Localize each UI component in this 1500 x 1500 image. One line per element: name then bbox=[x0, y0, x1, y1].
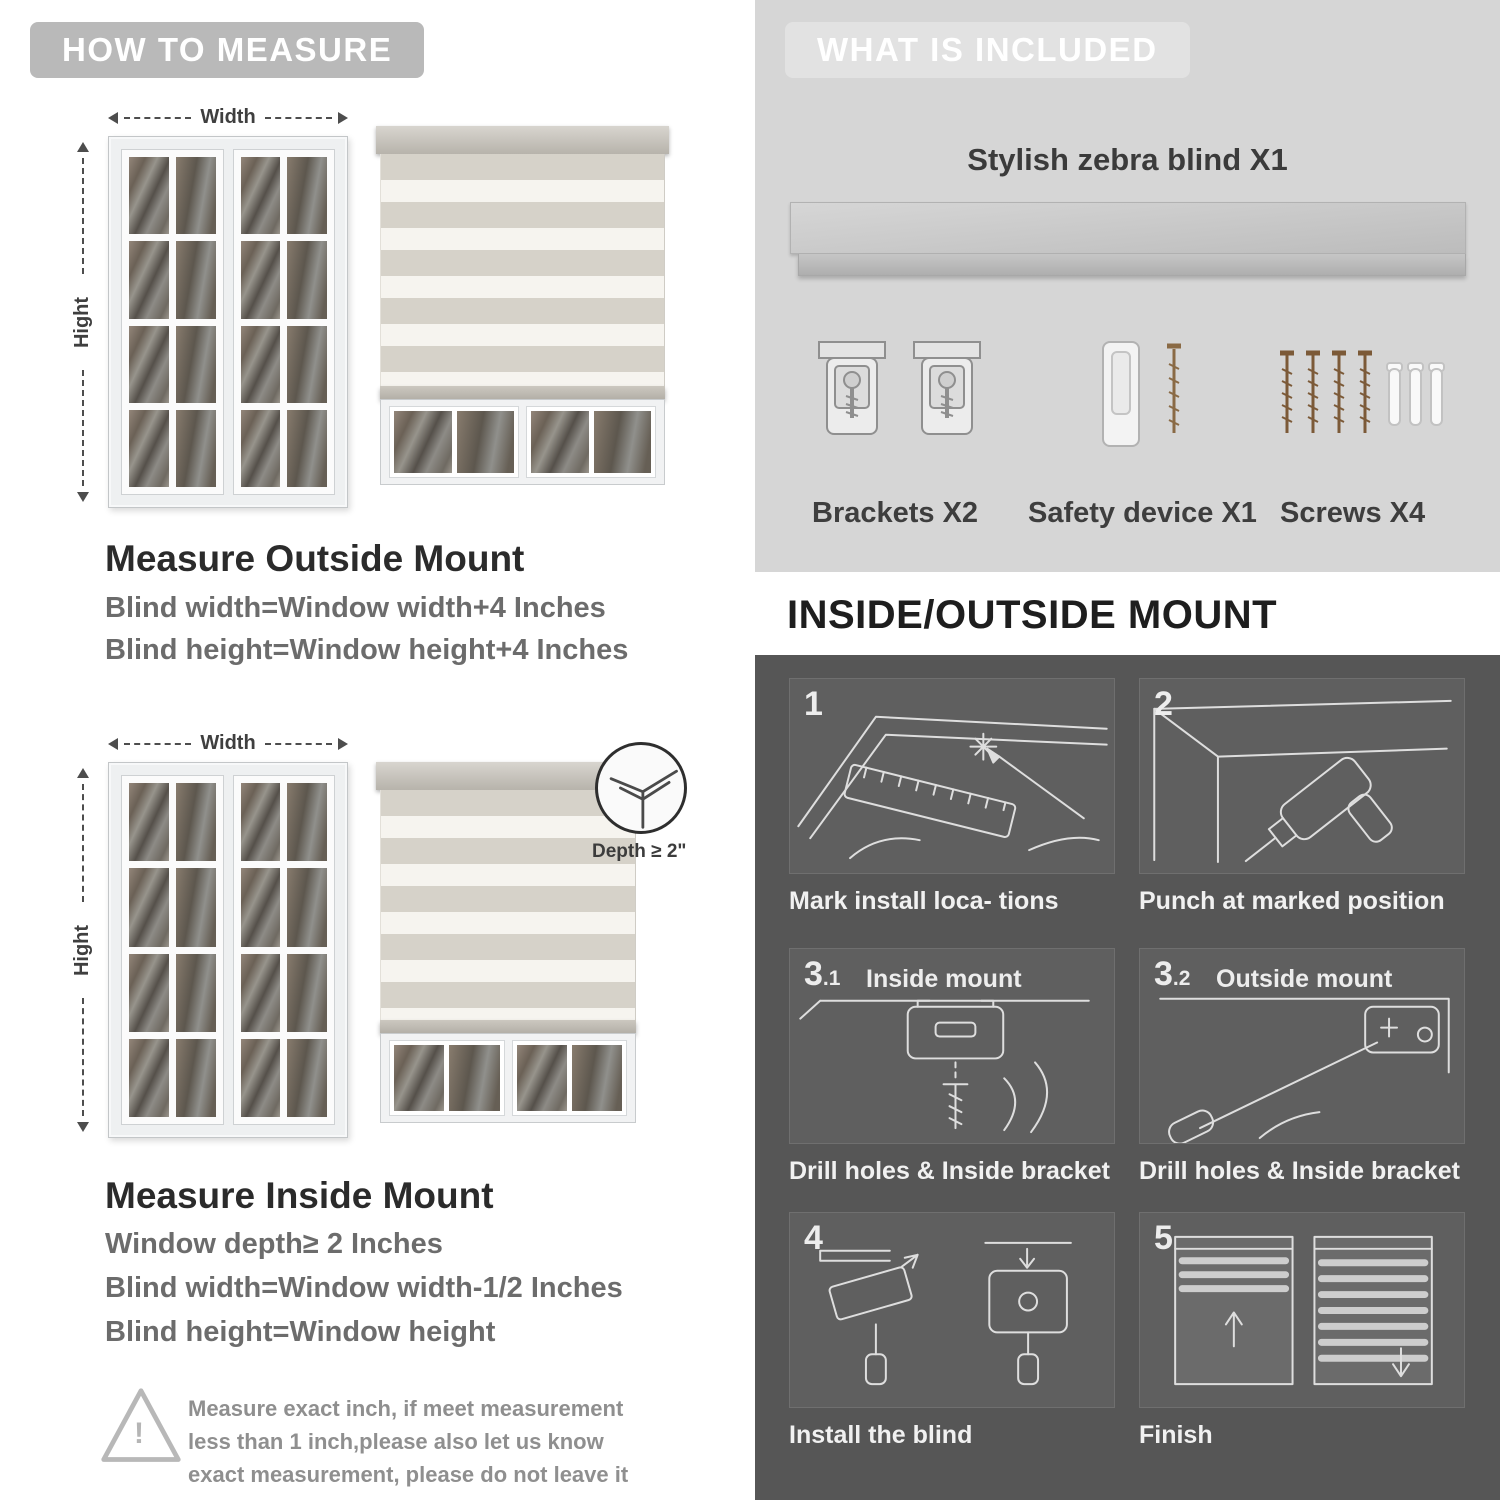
inside-bracket-drawing bbox=[799, 999, 1090, 1134]
step5-illustration: 5 bbox=[1139, 1212, 1465, 1408]
blind-stripes bbox=[380, 154, 665, 386]
zebra-blind-illustration-outside bbox=[376, 126, 669, 485]
window-below-blind bbox=[380, 399, 665, 485]
install-blind-drawing bbox=[819, 1241, 1072, 1386]
warning-text: Measure exact inch, if meet measurement … bbox=[188, 1396, 629, 1487]
step-caption: Punch at marked position bbox=[1139, 887, 1445, 915]
step-caption: Drill holes & Inside bracket bbox=[1139, 1157, 1460, 1185]
arrow-down-icon bbox=[77, 1122, 89, 1132]
arrow-left-icon bbox=[108, 737, 118, 750]
screws-label: Screws X4 bbox=[1280, 497, 1426, 529]
step-panel-3-1: 3.1 Inside mount Drill holes & Inside br… bbox=[789, 948, 1115, 1186]
step-number: 3 bbox=[804, 955, 823, 993]
step-caption: Install the blind bbox=[789, 1421, 973, 1449]
width-dimension-label: Width bbox=[200, 106, 256, 128]
step-caption: Finish bbox=[1139, 1421, 1213, 1449]
finish-drawing bbox=[1174, 1235, 1433, 1386]
outside-formula-height: Blind height=Window height+4 Inches bbox=[105, 634, 629, 666]
inside-formula-height: Blind height=Window height bbox=[105, 1316, 496, 1348]
step4-illustration: 4 bbox=[789, 1212, 1115, 1408]
step-inner-label: Inside mount bbox=[866, 965, 1022, 993]
step1-illustration: 1 bbox=[789, 678, 1115, 874]
width-arrow-inside: Width bbox=[108, 732, 349, 755]
arrow-up-icon bbox=[77, 142, 89, 152]
outside-bracket-drawing bbox=[1159, 997, 1450, 1143]
product-title: Stylish zebra blind X1 bbox=[967, 142, 1288, 177]
step-number: 2 bbox=[1154, 685, 1173, 723]
height-arrow-inside: Hight bbox=[72, 768, 94, 1132]
window-below-blind bbox=[380, 1033, 636, 1123]
blind-stripes bbox=[380, 790, 636, 1020]
arrow-up-icon bbox=[77, 768, 89, 778]
what-is-included-header: WHAT IS INCLUDED bbox=[785, 22, 1190, 78]
warning-triangle-icon: ! bbox=[98, 1385, 184, 1467]
window-illustration-outside bbox=[108, 136, 348, 508]
step-caption: Drill holes & Inside bracket bbox=[789, 1157, 1110, 1185]
step-number: 5 bbox=[1154, 1219, 1173, 1257]
how-to-measure-header: HOW TO MEASURE bbox=[30, 22, 425, 78]
mark-locations-drawing bbox=[797, 715, 1108, 860]
brackets-label: Brackets X2 bbox=[812, 497, 979, 529]
depth-label: Depth ≥ 2" bbox=[592, 841, 687, 862]
step-panel-4: 4 Install the blind bbox=[789, 1212, 1115, 1450]
arrow-right-icon bbox=[338, 737, 349, 750]
brackets-icon bbox=[818, 341, 981, 435]
arrow-right-icon bbox=[338, 111, 349, 124]
how-to-measure-label: HOW TO MEASURE bbox=[62, 31, 393, 68]
blind-headrail bbox=[376, 126, 669, 154]
blind-bottom-bar bbox=[380, 386, 665, 399]
step-caption: Mark install loca- tions bbox=[789, 887, 1059, 915]
window-corner-drawing bbox=[609, 769, 678, 829]
step-number: 1 bbox=[804, 685, 823, 723]
headrail-illustration bbox=[790, 202, 1466, 276]
step3-1-illustration: 3.1 Inside mount bbox=[789, 948, 1115, 1144]
what-is-included-section bbox=[755, 0, 1500, 572]
step-inner-label: Outside mount bbox=[1216, 965, 1393, 993]
inside-formula-width: Blind width=Window width-1/2 Inches bbox=[105, 1272, 623, 1304]
step-panel-2: 2 Punch at marked position bbox=[1139, 678, 1465, 916]
measure-inside-title: Measure Inside Mount bbox=[105, 1175, 494, 1216]
height-dimension-label: Hight bbox=[71, 924, 94, 976]
step-number: 3 bbox=[1154, 955, 1173, 993]
step2-illustration: 2 bbox=[1139, 678, 1465, 874]
zebra-blind-illustration-inside bbox=[376, 762, 640, 1123]
width-dimension-label: Width bbox=[200, 732, 256, 754]
step3-2-illustration: 3.2 Outside mount bbox=[1139, 948, 1465, 1144]
step-number: 4 bbox=[804, 1219, 823, 1257]
arrow-down-icon bbox=[77, 492, 89, 502]
depth-callout-icon bbox=[595, 742, 687, 834]
width-arrow: Width bbox=[108, 106, 349, 129]
what-is-included-label: WHAT IS INCLUDED bbox=[817, 31, 1158, 68]
height-arrow: Hight bbox=[72, 142, 94, 502]
measure-outside-title: Measure Outside Mount bbox=[105, 538, 525, 579]
drill-drawing bbox=[1153, 699, 1452, 864]
mount-section-title: INSIDE/OUTSIDE MOUNT bbox=[787, 593, 1278, 637]
step-panel-1: 1 Mark install loca- tions bbox=[789, 678, 1115, 916]
inside-formula-depth: Window depth≥ 2 Inches bbox=[105, 1228, 443, 1260]
step-panel-3-2: 3.2 Outside mount Drill holes & Inside b… bbox=[1139, 948, 1465, 1186]
screws-icon bbox=[1280, 350, 1445, 433]
warning-exclamation: ! bbox=[134, 1417, 144, 1450]
blind-bottom-bar bbox=[380, 1020, 636, 1033]
outside-formula-width: Blind width=Window width+4 Inches bbox=[105, 592, 606, 624]
safety-device-label: Safety device X1 bbox=[1028, 497, 1257, 529]
arrow-left-icon bbox=[108, 111, 118, 124]
window-illustration-inside bbox=[108, 762, 348, 1138]
safety-device-icon bbox=[1102, 341, 1181, 447]
height-dimension-label: Hight bbox=[71, 296, 94, 348]
step-panel-5: 5 Finish bbox=[1139, 1212, 1465, 1450]
